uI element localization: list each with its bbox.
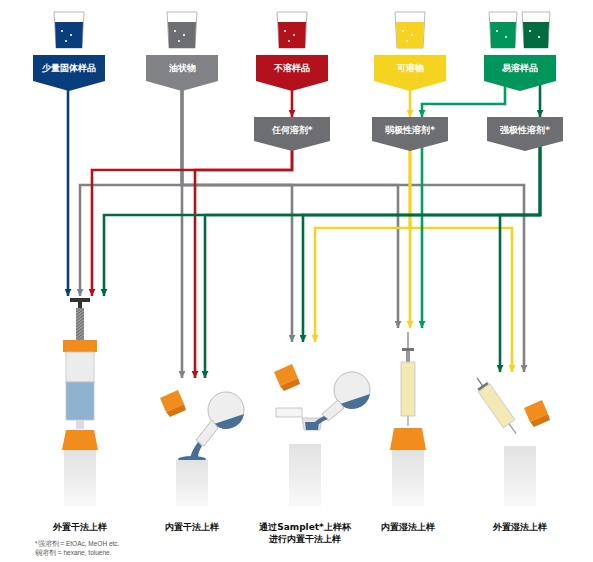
method-label: 内置干法上样 bbox=[146, 521, 238, 533]
box-label: 易溶样品 bbox=[502, 63, 538, 74]
flask bbox=[190, 392, 244, 458]
cartridge bbox=[504, 446, 536, 506]
solvent-box: 强极性溶剂* bbox=[487, 117, 563, 151]
wet-load-syringe bbox=[401, 332, 415, 426]
flow-arrow bbox=[421, 143, 424, 328]
box-label: 不溶样品 bbox=[274, 63, 310, 74]
loading-method: 外置干法上样 bbox=[28, 296, 132, 533]
flask bbox=[313, 372, 370, 424]
method-label: 内置湿法上样 bbox=[362, 521, 454, 533]
beaker-icon bbox=[277, 12, 307, 48]
cartridge bbox=[176, 456, 208, 506]
pentagon-outline bbox=[374, 55, 446, 91]
box-label: 油状物 bbox=[169, 63, 196, 74]
box-label: 强极性溶剂* bbox=[500, 125, 550, 136]
loading-method: 内置湿法上样 bbox=[356, 328, 460, 533]
flow-arrow bbox=[422, 83, 505, 117]
method-label: 通过Samplet*上样杯 进行内置干法上样 bbox=[259, 521, 351, 545]
sample-box: 油状物 bbox=[146, 55, 218, 91]
flow-arrow bbox=[182, 83, 398, 328]
solvent-box: 任何溶剂* bbox=[254, 117, 330, 151]
beaker-icon bbox=[395, 12, 425, 48]
loading-method: 通过Samplet*上样杯 进行内置干法上样 bbox=[253, 342, 357, 545]
box-label: 少量固体样品 bbox=[42, 63, 96, 74]
wet-load-syringe bbox=[471, 374, 521, 438]
beaker-icon bbox=[54, 12, 84, 48]
pentagon-outline bbox=[33, 55, 105, 91]
cartridge-cap bbox=[160, 390, 186, 417]
flow-arrow bbox=[92, 143, 292, 296]
flow-arrow bbox=[67, 83, 70, 296]
cartridge bbox=[289, 444, 321, 506]
sample-box: 不溶样品 bbox=[256, 55, 328, 91]
solvent-box: 弱极性溶剂* bbox=[372, 117, 448, 151]
flow-arrow bbox=[539, 83, 542, 117]
pentagon-outline bbox=[484, 55, 556, 91]
footnote: 弱溶剂 = hexane, toluene. bbox=[35, 550, 111, 557]
flow-arrow bbox=[205, 143, 540, 378]
cartridge bbox=[62, 430, 98, 506]
samplet-cup bbox=[276, 408, 322, 430]
box-label: 弱极性溶剂* bbox=[385, 125, 435, 136]
cartridge bbox=[390, 428, 426, 506]
sample-box: 少量固体样品 bbox=[33, 55, 105, 91]
loading-method: 外置湿法上样 bbox=[468, 372, 572, 533]
beaker-icon bbox=[489, 12, 550, 48]
flow-arrow bbox=[182, 83, 524, 372]
sample-box: 可溶物 bbox=[374, 55, 446, 91]
sample-box: 易溶样品 bbox=[484, 55, 556, 91]
box-label: 任何溶剂* bbox=[272, 125, 313, 136]
flow-arrow bbox=[303, 143, 540, 342]
flow-arrow bbox=[500, 143, 540, 372]
method-label: 外置湿法上样 bbox=[474, 521, 566, 533]
pentagon-outline bbox=[146, 55, 218, 91]
method-label: 外置干法上样 bbox=[34, 521, 126, 533]
box-label: 可溶物 bbox=[397, 63, 424, 74]
loading-method: 内置干法上样 bbox=[140, 378, 244, 533]
flow-arrow bbox=[80, 83, 182, 296]
flow-arrow bbox=[315, 143, 410, 342]
flow-arrow bbox=[195, 143, 292, 378]
pentagon-outline bbox=[256, 55, 328, 91]
cartridge-cap bbox=[524, 400, 550, 427]
footnote: *强溶剂 = EtOAc, MeOH etc. bbox=[35, 541, 119, 548]
cartridge-cap bbox=[274, 364, 300, 391]
beaker-icon bbox=[167, 12, 197, 48]
flow-arrow bbox=[104, 143, 540, 296]
flow-arrow bbox=[410, 143, 512, 372]
dry-load-syringe bbox=[63, 298, 97, 429]
